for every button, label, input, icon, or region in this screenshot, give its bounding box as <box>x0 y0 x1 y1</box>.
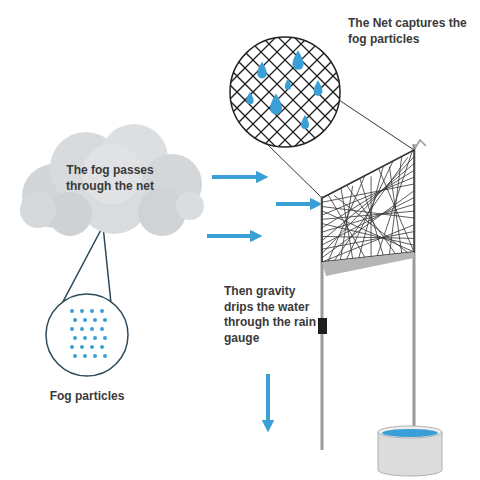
fog-particle-dot <box>80 309 84 313</box>
gravity-arrow <box>266 374 270 426</box>
net-mesh <box>322 146 414 262</box>
fog-particle-dot <box>80 345 84 349</box>
water-drop <box>246 92 253 105</box>
fog-particle-dot <box>83 336 87 340</box>
circle-outline <box>45 293 129 377</box>
net-mesh-line <box>371 176 372 256</box>
net-mesh-line <box>322 164 414 241</box>
water-drop <box>257 62 267 79</box>
net-mesh-line <box>322 232 414 250</box>
net-mesh-line <box>377 146 414 256</box>
collection-gutter <box>322 252 414 276</box>
fog-particle-dot <box>100 345 104 349</box>
zoom-leader <box>339 100 414 150</box>
zoom-circle <box>230 37 340 147</box>
zoom-leader <box>268 145 322 198</box>
fog-particle-dot <box>93 354 97 358</box>
fog-particle-dot <box>70 345 74 349</box>
zoom-mesh-line <box>167 22 307 162</box>
zoom-mesh-line <box>199 22 339 162</box>
net-mesh-line <box>328 176 365 262</box>
net-mesh-line <box>359 166 384 258</box>
net-mesh-line <box>322 211 414 252</box>
fog-particle-dot <box>90 327 94 331</box>
fog-particle-dot <box>103 354 107 358</box>
fog-particle-dot <box>90 345 94 349</box>
net-caption: The Net captures the fog particles <box>348 16 472 47</box>
net-mesh-line <box>334 157 408 260</box>
zoom-mesh-line <box>215 22 355 162</box>
callout-label: Fog particles <box>27 389 147 405</box>
net-mesh-line <box>322 191 414 258</box>
fog-particle-dot <box>93 318 97 322</box>
water-drop <box>314 80 323 95</box>
cloud-puff <box>20 192 56 228</box>
water-drop <box>270 94 282 115</box>
fog-particle-dot <box>103 318 107 322</box>
fog-particle-dot <box>90 309 94 313</box>
zoom-mesh-line <box>183 22 323 162</box>
fog-particle-dot <box>73 354 77 358</box>
net-mesh-line <box>322 177 414 215</box>
water-drop <box>292 50 303 70</box>
fog-particle-dot <box>100 309 104 313</box>
callout-pointer <box>63 226 111 302</box>
zoom-mesh-line <box>199 22 339 162</box>
fog-particle-dot <box>73 318 77 322</box>
fog-particle-dot <box>70 327 74 331</box>
net-mesh-line <box>322 204 414 232</box>
fog-particle-dot <box>80 327 84 331</box>
fog-net <box>322 150 414 262</box>
collected-water <box>382 429 438 437</box>
cloud-label: The fog passes through the net <box>54 163 166 194</box>
water-drop <box>301 115 309 129</box>
gravity-caption: Then gravity drips the water through the… <box>224 284 316 346</box>
zoom-mesh-line <box>215 22 355 162</box>
water-drop <box>285 78 291 89</box>
zoom-mesh-line <box>183 22 323 162</box>
net-mesh-line <box>347 156 396 260</box>
zoom-mesh-line <box>151 22 291 162</box>
wind-arrow <box>212 175 262 179</box>
fog-particle-dot <box>70 309 74 313</box>
bucket-rim <box>378 426 442 438</box>
net-mesh-line <box>322 150 414 198</box>
fog-particle-callout: Fog particles <box>45 293 129 377</box>
pole-top <box>414 140 426 150</box>
rain-gauge-bucket <box>378 426 442 476</box>
pipe-coupling <box>318 318 327 334</box>
fog-particle-dot <box>73 336 77 340</box>
fog-particle-dot <box>83 318 87 322</box>
cloud-puff <box>176 192 204 220</box>
net-mesh-line <box>322 157 414 254</box>
fog-particle-dot <box>100 327 104 331</box>
wind-arrow <box>207 234 256 238</box>
bucket-body <box>378 432 442 476</box>
wind-arrows <box>207 177 316 236</box>
fog-particle-dot <box>103 336 107 340</box>
fog-cloud: The fog passes through the net <box>14 118 206 240</box>
zoom-mesh-line <box>167 22 307 162</box>
zoom-mesh-line <box>151 22 291 162</box>
fog-particle-dot <box>83 354 87 358</box>
callout-circle <box>46 294 128 376</box>
wind-arrow <box>276 202 316 206</box>
fog-particle-dot <box>93 336 97 340</box>
